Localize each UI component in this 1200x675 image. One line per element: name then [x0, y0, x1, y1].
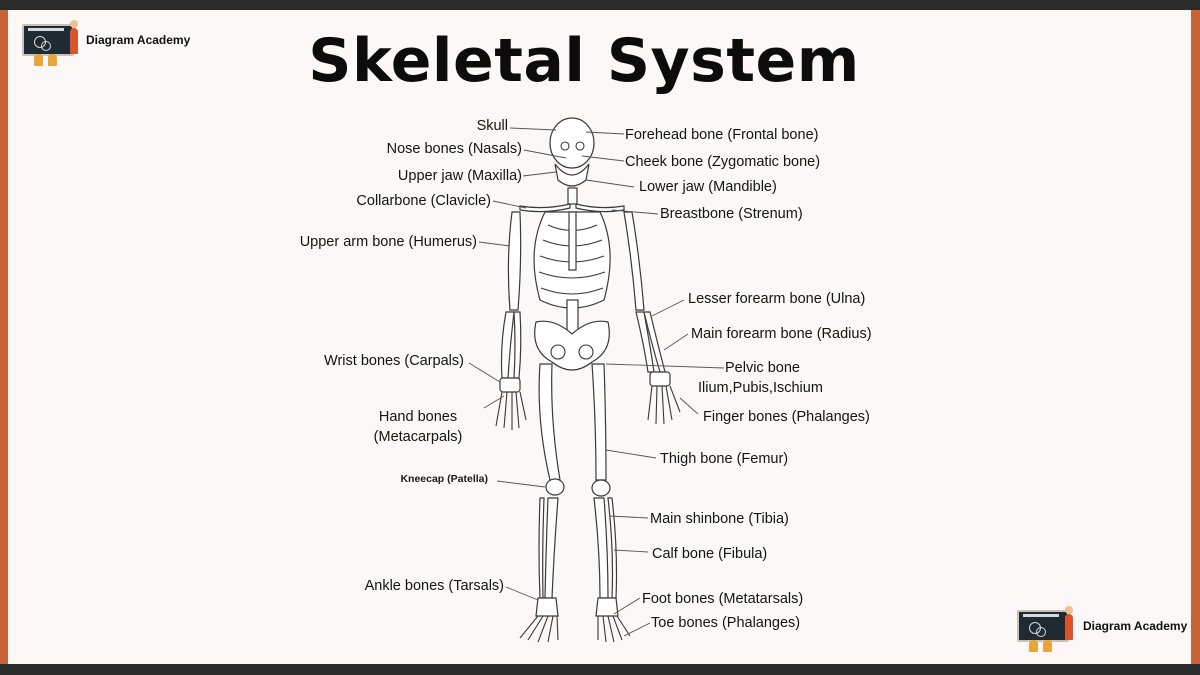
- label-lower-jaw: Lower jaw (Mandible): [639, 179, 777, 195]
- label-humerus: Upper arm bone (Humerus): [300, 234, 477, 250]
- label-nose-bones: Nose bones (Nasals): [387, 141, 522, 157]
- skeleton-illustration: [495, 117, 681, 643]
- labels-right: Forehead bone (Frontal bone) Cheek bone …: [625, 127, 872, 631]
- bottom-bar: [0, 664, 1200, 675]
- label-breastbone: Breastbone (Strenum): [660, 206, 803, 222]
- brand-logo-bottom: Diagram Academy: [1017, 606, 1188, 652]
- label-metatarsals: Foot bones (Metatarsals): [642, 591, 803, 607]
- label-collarbone: Collarbone (Clavicle): [356, 193, 491, 209]
- brand-name: Diagram Academy: [1083, 619, 1188, 633]
- label-femur: Thigh bone (Femur): [660, 451, 788, 467]
- slide-canvas: Skeletal System Diagram Academy Diagram …: [8, 10, 1191, 664]
- label-radius: Main forearm bone (Radius): [691, 326, 872, 342]
- label-hand-bones: Hand bones: [379, 409, 457, 425]
- label-metacarpals: (Metacarpals): [374, 429, 463, 445]
- right-border: [1191, 10, 1200, 664]
- brand-name: Diagram Academy: [86, 33, 191, 47]
- label-upper-jaw: Upper jaw (Maxilla): [398, 168, 522, 184]
- chalkboard-icon: [1017, 610, 1069, 642]
- label-kneecap: Kneecap (Patella): [400, 473, 488, 485]
- label-toe-bones: Toe bones (Phalanges): [651, 615, 800, 631]
- label-wrist-bones: Wrist bones (Carpals): [324, 353, 464, 369]
- label-frontal-bone: Forehead bone (Frontal bone): [625, 127, 818, 143]
- label-skull: Skull: [477, 118, 508, 134]
- brand-logo-top: Diagram Academy: [22, 20, 191, 66]
- label-pelvic-parts: Ilium,Pubis,Ischium: [698, 380, 823, 396]
- chalkboard-icon: [22, 24, 74, 56]
- page-title: Skeletal System: [308, 26, 860, 96]
- leader-lines: [468, 127, 725, 637]
- label-finger-bones: Finger bones (Phalanges): [703, 409, 870, 425]
- labels-left: Skull Nose bones (Nasals) Upper jaw (Max…: [300, 118, 522, 594]
- label-pelvic-bone: Pelvic bone: [725, 360, 800, 376]
- top-bar: [0, 0, 1200, 10]
- teacher-icon: [1065, 606, 1073, 614]
- label-cheek-bone: Cheek bone (Zygomatic bone): [625, 154, 820, 170]
- label-tibia: Main shinbone (Tibia): [650, 511, 789, 527]
- left-border: [0, 10, 8, 664]
- teacher-icon: [70, 20, 78, 28]
- label-fibula: Calf bone (Fibula): [652, 546, 767, 562]
- skeleton-diagram: Skull Nose bones (Nasals) Upper jaw (Max…: [300, 117, 872, 643]
- label-ulna: Lesser forearm bone (Ulna): [688, 291, 865, 307]
- label-ankle-bones: Ankle bones (Tarsals): [365, 578, 504, 594]
